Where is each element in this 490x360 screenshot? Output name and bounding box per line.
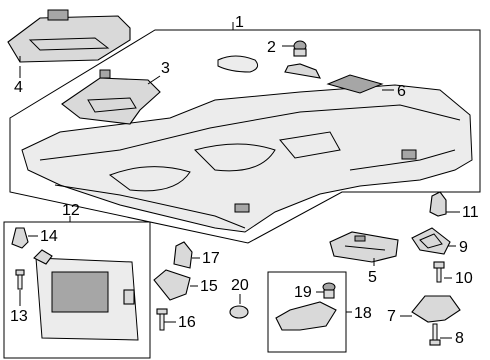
sunvisor-group-box xyxy=(3,221,151,359)
grab-handle-bracket-part xyxy=(411,295,461,323)
callout-4: 4 xyxy=(14,79,23,96)
callout-17: 17 xyxy=(202,250,220,267)
headliner-panel xyxy=(21,84,473,233)
clip-19-part xyxy=(322,282,336,299)
callout-8: 8 xyxy=(455,330,464,347)
leader-lines xyxy=(19,22,460,339)
screw-13-part xyxy=(15,269,25,290)
lamp-strip-part xyxy=(326,74,384,94)
callout-10: 10 xyxy=(455,270,473,287)
callout-20: 20 xyxy=(231,277,249,294)
grab-handle-part xyxy=(275,301,337,331)
visor-arm-part xyxy=(33,249,53,265)
cover-cap-15-part xyxy=(153,269,191,301)
callout-19: 19 xyxy=(294,284,312,301)
headliner-assembly-frame xyxy=(9,29,481,244)
lamp-assembly-part xyxy=(329,231,399,263)
clip-part xyxy=(293,40,307,57)
overhead-console-part xyxy=(7,9,131,63)
bracket-part xyxy=(284,63,321,79)
callout-13: 13 xyxy=(10,308,28,325)
sunvisor-part xyxy=(35,257,139,341)
callout-16: 16 xyxy=(178,314,196,331)
callout-15: 15 xyxy=(200,278,218,295)
callout-6: 6 xyxy=(397,83,406,100)
callout-5: 5 xyxy=(368,269,377,286)
callout-11: 11 xyxy=(462,204,479,221)
bracket-17-part xyxy=(173,241,193,269)
callout-1: 1 xyxy=(235,14,244,31)
nut-20-part xyxy=(229,305,249,319)
callout-18: 18 xyxy=(354,305,372,322)
screw-16-part xyxy=(156,308,168,331)
headliner-bracket-part xyxy=(429,191,447,217)
callout-14: 14 xyxy=(40,228,58,245)
visor-clip-part xyxy=(11,227,29,249)
console-housing-part xyxy=(61,69,161,125)
callout-2: 2 xyxy=(267,39,276,56)
pad-part xyxy=(217,55,259,73)
callout-7: 7 xyxy=(387,308,396,325)
lamp-lens-part xyxy=(411,227,451,255)
callout-3: 3 xyxy=(161,60,170,77)
screw-10-part xyxy=(433,261,445,283)
callout-9: 9 xyxy=(459,239,468,256)
bolt-8-part xyxy=(429,323,441,346)
callout-12: 12 xyxy=(62,202,80,219)
